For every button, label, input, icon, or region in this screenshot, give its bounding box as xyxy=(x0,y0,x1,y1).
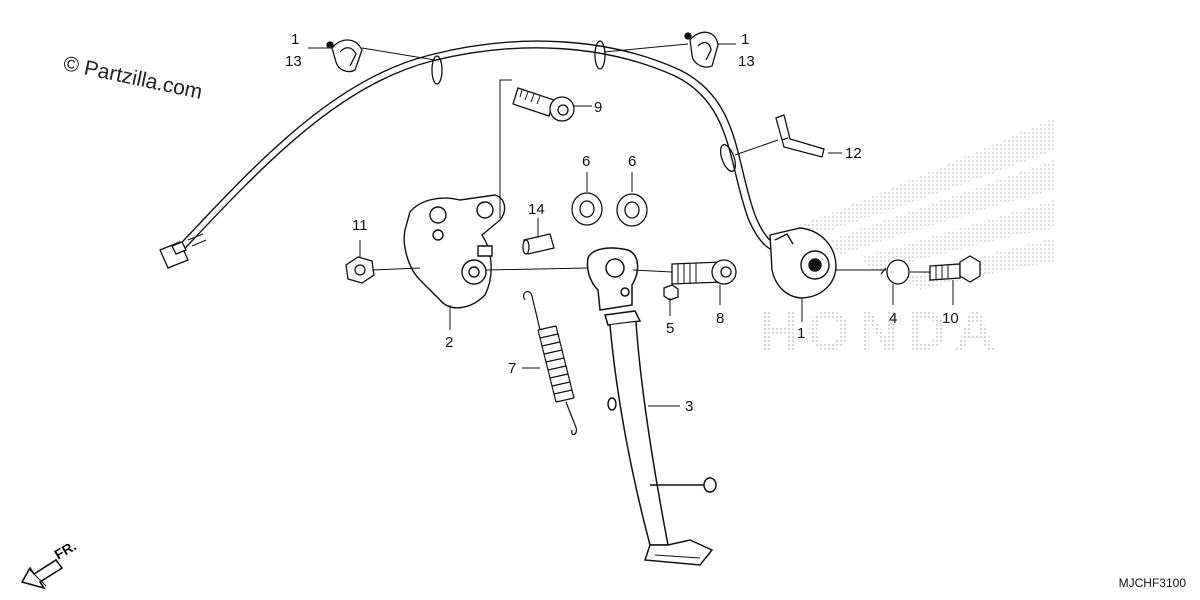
side-stand-switch-1 xyxy=(769,227,837,299)
callout-14: 14 xyxy=(528,201,545,218)
honda-wing-watermark xyxy=(800,118,1055,290)
harness-connector xyxy=(159,233,207,269)
callout-1a: 1 xyxy=(291,31,299,48)
stand-bracket-2 xyxy=(403,194,506,309)
bolt-8 xyxy=(671,259,737,285)
washer-4 xyxy=(880,259,910,285)
callout-2: 2 xyxy=(445,334,453,351)
wire-harness xyxy=(169,40,791,261)
spring-7 xyxy=(523,291,577,436)
callout-13b: 13 xyxy=(738,53,755,70)
callout-7: 7 xyxy=(508,360,516,377)
nut-5 xyxy=(663,284,679,301)
callout-4: 4 xyxy=(889,310,897,327)
callout-1-switch: 1 xyxy=(797,325,805,342)
clip-right xyxy=(684,31,719,68)
callout-13a: 13 xyxy=(285,53,302,70)
diagram-code: MJCHF3100 xyxy=(1118,576,1186,590)
callout-10: 10 xyxy=(942,310,959,327)
side-stand-3 xyxy=(586,247,717,566)
wire-ties xyxy=(431,40,737,172)
callout-8: 8 xyxy=(716,310,724,327)
callout-5: 5 xyxy=(666,320,674,337)
callout-6a: 6 xyxy=(582,153,590,170)
washers-6 xyxy=(571,192,648,227)
callout-6b: 6 xyxy=(628,153,636,170)
callout-12: 12 xyxy=(845,145,862,162)
front-direction-arrow: FR. xyxy=(20,537,80,590)
front-direction-label: FR. xyxy=(52,537,80,562)
callout-3: 3 xyxy=(685,398,693,415)
clip-left xyxy=(326,39,363,73)
callout-1b: 1 xyxy=(741,31,749,48)
pin-14 xyxy=(522,233,555,255)
bolt-10 xyxy=(929,255,981,283)
nut-11 xyxy=(345,256,375,284)
honda-wordmark-watermark: HONDA xyxy=(758,299,1003,362)
callout-9: 9 xyxy=(594,99,602,116)
callouts: 1 13 1 13 9 12 6 6 14 11 2 7 5 8 3 1 4 1… xyxy=(285,31,959,415)
callout-11: 11 xyxy=(352,217,368,234)
bolt-9 xyxy=(512,87,575,122)
bracket-12 xyxy=(775,114,825,158)
leader-lines xyxy=(308,43,954,407)
